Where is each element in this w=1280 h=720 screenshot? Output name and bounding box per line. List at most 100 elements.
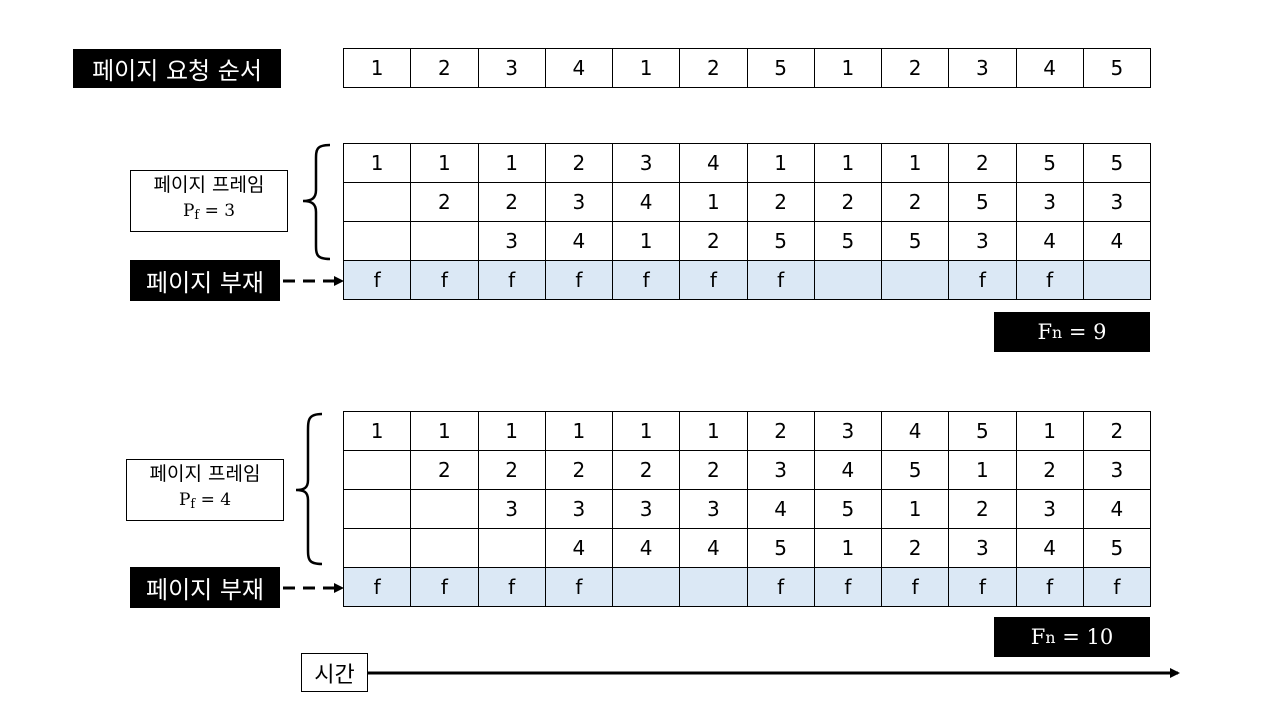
frame-cell: 2 — [813, 182, 883, 222]
fault-cell: f — [746, 567, 815, 607]
frame-cell: 2 — [679, 450, 748, 490]
frame-cell: 2 — [679, 221, 748, 261]
frame-cell: 1 — [410, 411, 479, 451]
frame-cell: 3 — [1082, 182, 1152, 222]
frame-cell: 3 — [611, 489, 681, 529]
frame-cell: 3 — [477, 221, 546, 261]
request-cell: 1 — [342, 48, 412, 88]
fault-cell: f — [1015, 260, 1084, 300]
frame-cell — [342, 221, 412, 261]
frame-cell — [342, 182, 412, 222]
frame-cell: 2 — [544, 450, 614, 490]
request-cell: 2 — [679, 48, 748, 88]
frame-cell: 4 — [1082, 221, 1152, 261]
frame-cell — [410, 221, 479, 261]
frame-cell: 1 — [342, 411, 412, 451]
fault-cell: f — [1082, 567, 1152, 607]
frame-cell — [477, 528, 546, 568]
frame-cell: 1 — [746, 143, 815, 183]
fault-cell: f — [477, 567, 546, 607]
frame-cell: 2 — [410, 182, 479, 222]
frame-cell: 3 — [948, 528, 1017, 568]
frame-cell: 1 — [611, 411, 681, 451]
fault-cell: f — [948, 260, 1017, 300]
fault-cell: f — [880, 567, 950, 607]
frame-cell — [342, 489, 412, 529]
fault-cell: f — [679, 260, 748, 300]
page-fault-label-pf3: 페이지 부재 — [130, 260, 280, 301]
frame-cell: 4 — [679, 528, 748, 568]
frame-label-pf4: 페이지 프레임 Pf = 4 — [126, 459, 284, 521]
frame-cell: 1 — [813, 143, 883, 183]
frame-cell: 4 — [746, 489, 815, 529]
fault-cell: f — [477, 260, 546, 300]
frame-cell: 1 — [880, 489, 950, 529]
frame-cell: 4 — [544, 528, 614, 568]
frame-cell: 5 — [1015, 143, 1084, 183]
frame-cell: 4 — [1015, 221, 1084, 261]
fault-cell: f — [342, 567, 412, 607]
frame-cell: 1 — [679, 411, 748, 451]
frame-label-text: 페이지 프레임 — [149, 463, 261, 486]
frame-label-text: 페이지 프레임 — [153, 174, 265, 197]
frame-cell: 1 — [880, 143, 950, 183]
frame-cell: 1 — [948, 450, 1017, 490]
frame-cell: 4 — [1015, 528, 1084, 568]
frame-cell: 1 — [544, 411, 614, 451]
frame-cell: 2 — [611, 450, 681, 490]
request-cell: 1 — [611, 48, 681, 88]
fault-cell: f — [410, 567, 479, 607]
fault-cell: f — [410, 260, 479, 300]
frame-cell: 1 — [477, 411, 546, 451]
request-cell: 2 — [880, 48, 950, 88]
frame-cell: 3 — [948, 221, 1017, 261]
fault-cell: f — [813, 567, 883, 607]
request-cell: 4 — [1015, 48, 1084, 88]
page-fault-label-pf4: 페이지 부재 — [130, 567, 280, 608]
frame-cell: 2 — [1015, 450, 1084, 490]
frame-cell: 2 — [948, 489, 1017, 529]
frame-cell: 2 — [544, 143, 614, 183]
fault-cell — [611, 567, 681, 607]
frame-cell: 3 — [813, 411, 883, 451]
fault-cell — [1082, 260, 1152, 300]
fault-cell: f — [611, 260, 681, 300]
frame-cell: 5 — [1082, 528, 1152, 568]
frame-cell: 5 — [746, 528, 815, 568]
frame-cell: 5 — [948, 182, 1017, 222]
frame-cell: 2 — [1082, 411, 1152, 451]
frame-cell: 3 — [746, 450, 815, 490]
frame-cell: 4 — [679, 143, 748, 183]
frame-cell: 4 — [880, 411, 950, 451]
frame-cell: 2 — [477, 182, 546, 222]
frame-cell — [342, 528, 412, 568]
frame-cell: 5 — [746, 221, 815, 261]
frame-cell: 4 — [611, 182, 681, 222]
frame-cell: 3 — [1015, 489, 1084, 529]
request-cell: 2 — [410, 48, 479, 88]
frame-cell: 5 — [948, 411, 1017, 451]
frame-cell: 3 — [1015, 182, 1084, 222]
frame-cell: 1 — [1015, 411, 1084, 451]
frame-cell: 2 — [477, 450, 546, 490]
frame-cell: 1 — [477, 143, 546, 183]
frame-cell: 3 — [1082, 450, 1152, 490]
fault-cell: f — [1015, 567, 1084, 607]
frame-cell: 1 — [342, 143, 412, 183]
request-order-label: 페이지 요청 순서 — [73, 49, 281, 88]
frame-cell: 4 — [813, 450, 883, 490]
fault-cell: f — [948, 567, 1017, 607]
